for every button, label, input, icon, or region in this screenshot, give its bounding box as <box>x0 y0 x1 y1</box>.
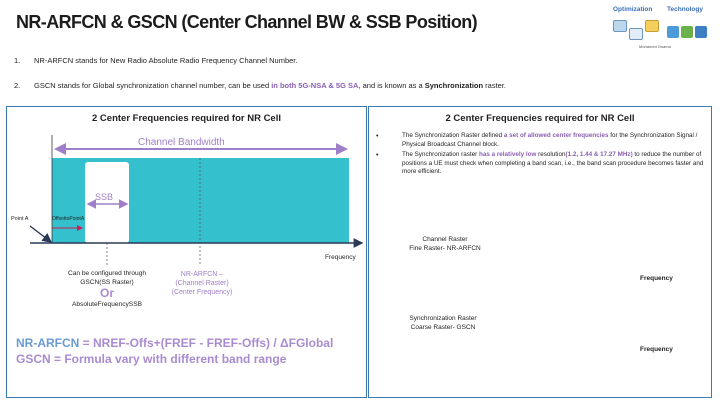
bullet2-highlight: has a relatively low <box>479 151 537 158</box>
bullet2-resolution-values: (1.2, 1.44 & 17.27 MHz) <box>565 151 633 158</box>
ssb-block <box>85 162 129 243</box>
frequency-label: Frequency <box>325 254 356 261</box>
gauge-icon <box>613 20 627 32</box>
brand-signature: Mohamed Osama <box>639 44 671 49</box>
right-panel-bullets: • The Synchronization Raster defined a s… <box>376 132 706 179</box>
point-2-text-a: GSCN stands for Global synchronization c… <box>34 81 272 90</box>
bullet1-highlight: a set of allowed center frequencies <box>503 132 609 139</box>
point-2-highlight: in both 5G-NSA & 5G SA, <box>271 81 361 90</box>
channel-raster-frequency-label: Frequency <box>640 275 673 282</box>
offset-to-point-a-label: OffsettoPointA <box>52 216 85 222</box>
point-1-number: 1. <box>14 56 21 65</box>
sync-raster-label: Synchronization Raster Coarse Raster- GS… <box>409 315 477 331</box>
formula-arfcn-expression: = NREF-Offs+(FREF - FREF-Offs) / ΔFGloba… <box>79 336 334 350</box>
4g-icon <box>681 26 693 38</box>
point-2-bold: Synchronization <box>424 81 484 90</box>
signal-icon <box>645 20 659 32</box>
point-2-text-e: raster. <box>483 81 507 90</box>
point-1-text: NR-ARFCN stands for New Radio Absolute R… <box>34 56 298 65</box>
or-label: Or <box>99 286 114 301</box>
bullet-dot: • <box>376 133 379 140</box>
configuration-note: Can be configured through GSCN(SS Raster… <box>55 270 159 309</box>
brand-optimization-label: Optimization <box>613 6 653 13</box>
chart-icon <box>629 28 643 40</box>
arfcn-line-1: NR-ARFCN – <box>180 271 224 278</box>
config-line-2: GSCN(SS Raster) <box>80 278 134 286</box>
right-panel-title: 2 Center Frequencies required for NR Cel… <box>445 113 635 124</box>
channel-raster-label: Channel Raster Fine Raster- NR-ARFCN <box>409 236 481 252</box>
formula-arfcn-label: NR-ARFCN <box>16 336 80 350</box>
point-2-text-c: and is known as a <box>360 81 425 90</box>
left-panel-title: 2 Center Frequencies required for NR Cel… <box>92 113 281 124</box>
absolute-frequency-ssb-label: AbsoluteFrequencySSB <box>71 300 142 308</box>
arfcn-line-2: (Channel Raster) <box>175 280 229 288</box>
nr-arfcn-note: NR-ARFCN – (Channel Raster) (Center Freq… <box>160 270 244 297</box>
right-panel: 2 Center Frequencies required for NR Cel… <box>368 106 712 398</box>
5g-icon <box>695 26 707 38</box>
3g-icon <box>667 26 679 38</box>
point-2: 2. GSCN stands for Global synchronization… <box>14 81 506 90</box>
point-a-label: Point A <box>11 216 29 222</box>
bullet-sync-raster-definition: • The Synchronization Raster defined a s… <box>376 132 698 148</box>
ssb-label: SSB <box>95 192 114 202</box>
gscn-formula: GSCN = Formula vary with different band … <box>16 352 287 366</box>
config-line-1: Can be configured through <box>67 270 147 277</box>
point-2-number: 2. <box>14 81 21 90</box>
point-a-arrow <box>29 225 53 243</box>
slide-title: NR-ARFCN & GSCN (Center Channel BW & SSB… <box>16 12 478 32</box>
sync-raster-frequency-label: Frequency <box>640 346 673 353</box>
nr-arfcn-formula: NR-ARFCN = NREF-Offs+(FREF - FREF-Offs) … <box>16 336 333 350</box>
brand-logo: Optimization Technology Mohamed Osama <box>605 6 715 52</box>
bullet-dot: • <box>376 152 379 159</box>
bullet-sync-raster-resolution: • The Synchronization raster has a relat… <box>376 151 704 175</box>
arfcn-line-3: (Center Frequency) <box>171 289 233 297</box>
brand-technology-label: Technology <box>667 6 703 13</box>
channel-bandwidth-label: Channel Bandwidth <box>138 137 225 148</box>
point-1: 1. NR-ARFCN stands for New Radio Absolute… <box>14 56 297 65</box>
